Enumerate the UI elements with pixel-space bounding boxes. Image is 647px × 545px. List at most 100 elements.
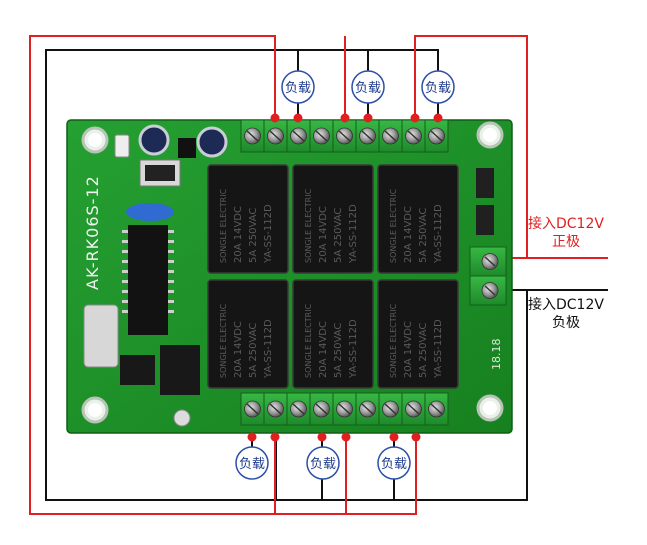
relay-6-text-4: YA-SS-112D — [433, 319, 444, 379]
relay-5-text-2: 20A 14VDC — [318, 321, 329, 378]
negative-input-label-line1: 接入DC12V — [528, 297, 604, 313]
load-top-2: 负载 — [351, 70, 385, 104]
dot-bottom-4 — [341, 432, 351, 442]
negative-input-label-line2: 负极 — [551, 315, 580, 331]
electronic-components — [83, 124, 494, 427]
decoder-ic — [128, 225, 168, 335]
bottom-terminal-2[interactable] — [263, 392, 288, 426]
dot-top-positive-1 — [270, 113, 280, 123]
power-terminal-positive[interactable] — [469, 246, 507, 277]
relay-4-text-1: SONGLE ELECTRIC — [219, 303, 228, 378]
dot-bottom-3 — [317, 432, 327, 442]
bottom-terminal-3[interactable] — [286, 392, 311, 426]
load-markers-top: 负载 负载 负载 — [281, 70, 455, 104]
mounting-holes — [81, 121, 504, 424]
relay-6-text-2: 20A 14VDC — [403, 321, 414, 378]
top-terminal-2[interactable] — [263, 119, 288, 153]
board-model-label: AK-RK06S-12 — [83, 175, 102, 290]
top-terminal-blocks — [240, 119, 449, 153]
power-terminal-negative[interactable] — [469, 275, 507, 306]
load-label: 负载 — [355, 81, 381, 96]
load-label: 负载 — [239, 457, 265, 472]
top-terminal-6[interactable] — [355, 119, 380, 153]
load-label: 负载 — [310, 457, 336, 472]
load-bottom-1: 负载 — [235, 446, 269, 480]
top-terminal-4[interactable] — [309, 119, 334, 153]
dot-bottom-6 — [411, 432, 421, 442]
load-circle — [306, 446, 340, 480]
crystal-oscillator — [83, 304, 119, 368]
bottom-terminal-blocks — [240, 392, 449, 426]
top-terminal-5[interactable] — [332, 119, 357, 153]
relay-3-text-2: 20A 14VDC — [403, 206, 414, 263]
terminal-junction-dots — [247, 113, 443, 442]
dot-bottom-1 — [247, 432, 257, 442]
dot-top-positive-2 — [340, 113, 350, 123]
relay-3-text-1: SONGLE ELECTRIC — [389, 188, 398, 263]
top-terminal-3[interactable] — [286, 119, 311, 153]
positive-wires — [29, 35, 608, 515]
inductor-blue — [126, 203, 174, 221]
top-terminal-8[interactable] — [401, 119, 426, 153]
bottom-terminal-9[interactable] — [424, 392, 449, 426]
relay-2: SONGLE ELECTRIC 20A 14VDC 5A 250VAC YA-SS-1… — [292, 164, 374, 274]
relay-1-text-3: 5A 250VAC — [248, 208, 259, 263]
load-circle — [351, 70, 385, 104]
load-label: 负载 — [425, 81, 451, 96]
power-terminal-block — [469, 246, 507, 306]
top-terminal-9[interactable] — [424, 119, 449, 153]
relay-5-text-1: SONGLE ELECTRIC — [304, 303, 313, 378]
dot-top-load-1 — [293, 113, 303, 123]
relay-array: SONGLE ELECTRIC 20A 14VDC 5A 250VAC YA-SS-1… — [207, 164, 459, 389]
bottom-terminal-8[interactable] — [401, 392, 426, 426]
relay-1-text-4: YA-SS-112D — [263, 204, 274, 264]
relay-2-text-1: SONGLE ELECTRIC — [304, 188, 313, 263]
relay-3: SONGLE ELECTRIC 20A 14VDC 5A 250VAC YA-SS-1… — [377, 164, 459, 274]
bottom-terminal-7[interactable] — [378, 392, 403, 426]
negative-input-label: 接入DC12V 负极 — [528, 296, 604, 332]
load-top-3: 负载 — [421, 70, 455, 104]
relay-2-text-2: 20A 14VDC — [318, 206, 329, 263]
top-terminal-1[interactable] — [240, 119, 265, 153]
relay-2-text-3: 5A 250VAC — [333, 208, 344, 263]
positive-input-label-line2: 正极 — [551, 234, 580, 250]
relay-4-text-4: YA-SS-112D — [263, 319, 274, 379]
positive-input-label-line1: 接入DC12V — [528, 216, 604, 232]
relay-6-text-1: SONGLE ELECTRIC — [389, 303, 398, 378]
load-circle — [377, 446, 411, 480]
load-bottom-3: 负载 — [377, 446, 411, 480]
load-label: 负载 — [381, 457, 407, 472]
relay-5: SONGLE ELECTRIC 20A 14VDC 5A 250VAC YA-SS-1… — [292, 279, 374, 389]
relay-3-text-3: 5A 250VAC — [418, 208, 429, 263]
load-bottom-2: 负载 — [306, 446, 340, 480]
top-terminal-7[interactable] — [378, 119, 403, 153]
bottom-terminal-5[interactable] — [332, 392, 357, 426]
load-markers-bottom: 负载 负载 负载 — [235, 446, 411, 480]
load-label: 负载 — [285, 81, 311, 96]
bottom-terminal-4[interactable] — [309, 392, 334, 426]
relay-3-text-4: YA-SS-112D — [433, 204, 444, 264]
dot-bottom-5 — [389, 432, 399, 442]
dot-top-load-3 — [433, 113, 443, 123]
pcb-mark: 18.18 — [490, 339, 503, 371]
relay-6-text-3: 5A 250VAC — [418, 323, 429, 378]
load-top-1: 负载 — [281, 70, 315, 104]
load-circle — [421, 70, 455, 104]
dot-top-positive-3 — [410, 113, 420, 123]
dot-bottom-2 — [270, 432, 280, 442]
dot-top-load-2 — [363, 113, 373, 123]
capacitor-1 — [138, 124, 170, 156]
relay-1-text-2: 20A 14VDC — [233, 206, 244, 263]
relay-pcb-board: AK-RK06S-12 — [66, 119, 513, 434]
relay-5-text-3: 5A 250VAC — [333, 323, 344, 378]
bottom-terminal-1[interactable] — [240, 392, 265, 426]
relay-5-text-4: YA-SS-112D — [348, 319, 359, 379]
bottom-terminal-6[interactable] — [355, 392, 380, 426]
relay-2-text-4: YA-SS-112D — [348, 204, 359, 264]
load-circle — [235, 446, 269, 480]
relay-4-text-2: 20A 14VDC — [233, 321, 244, 378]
positive-input-label: 接入DC12V 正极 — [528, 215, 604, 251]
